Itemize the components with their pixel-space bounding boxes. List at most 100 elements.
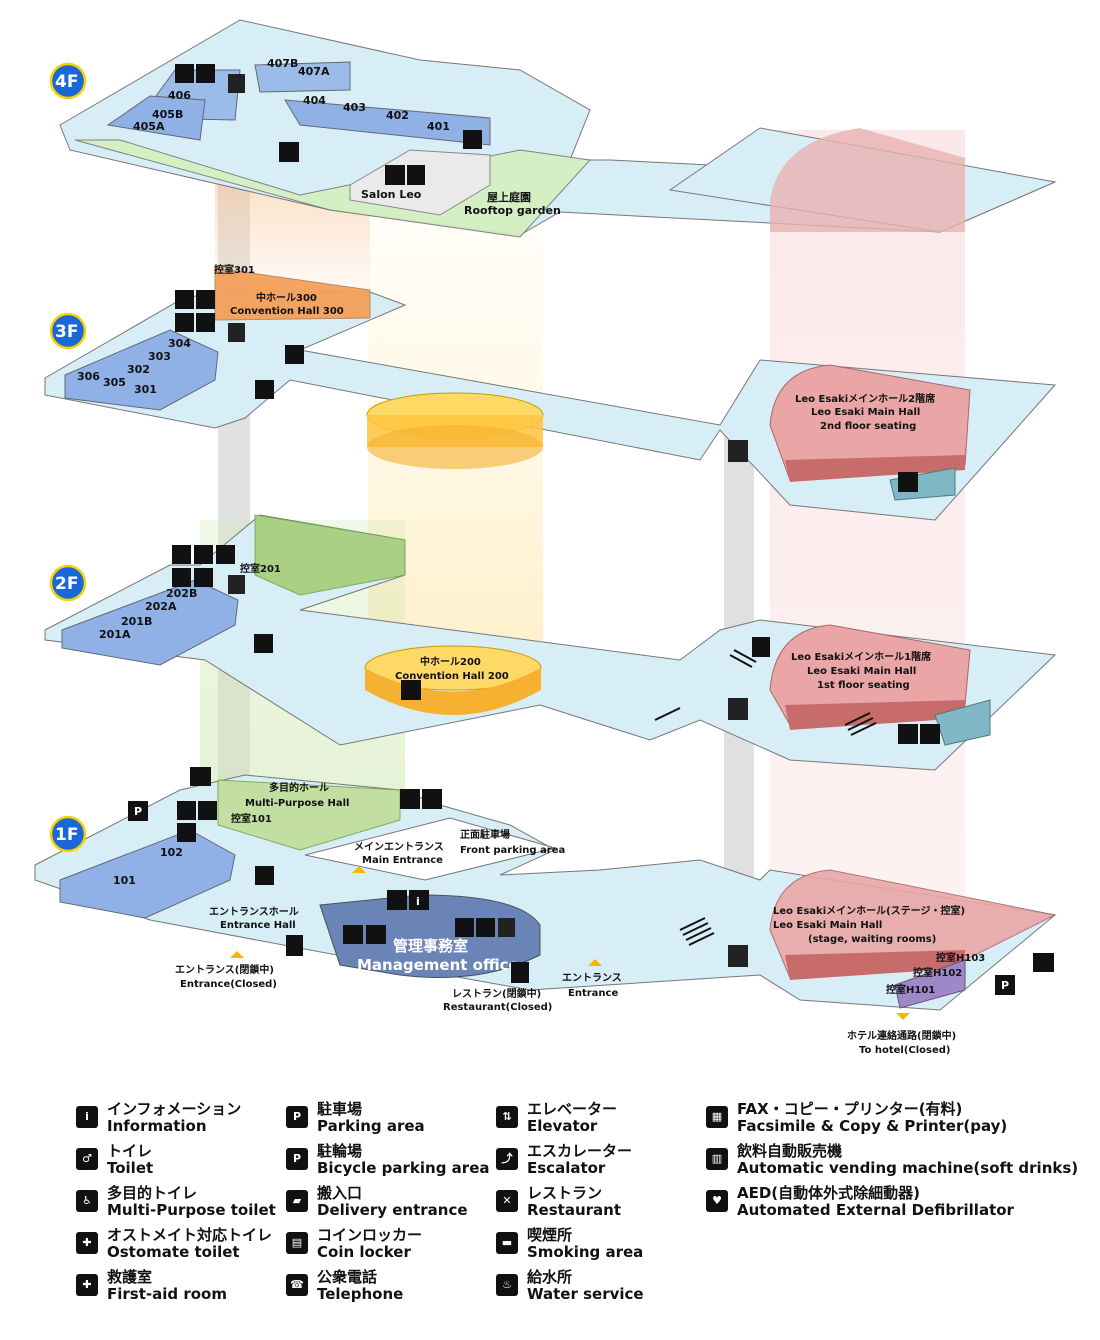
delivery-entrance-icon: ▰: [286, 1190, 308, 1212]
convention-hall-300-jp: 中ホール300: [256, 291, 317, 304]
room-407a: 407A: [298, 65, 330, 78]
delivery-entrance-icon: [1033, 953, 1054, 972]
room-302: 302: [127, 363, 150, 376]
water-service-icon: [172, 568, 191, 587]
restaurant-closed-jp: レストラン(閉鎖中): [452, 987, 541, 1000]
elevator-icon: [228, 575, 245, 594]
toilet-icon: [175, 64, 194, 83]
main-hall-2f-jp: Leo Esakiメインホール2階席: [795, 392, 935, 405]
floor-map: 406 405B 405A 407B 407A 404 403 402 401 …: [34, 19, 1057, 1056]
svg-text:i: i: [416, 895, 420, 908]
elevator-icon: [498, 918, 515, 937]
room-403: 403: [343, 101, 366, 114]
ostomate-toilet-icon: ✚: [76, 1232, 98, 1254]
multipurpose-toilet-icon: [198, 801, 217, 820]
multipurpose-toilet-icon: [196, 64, 215, 83]
convention-hall-200-jp: 中ホール200: [420, 655, 481, 668]
main-hall-stage-en: Leo Esaki Main Hall: [773, 920, 882, 931]
floor-2f: [44, 514, 1057, 771]
floor-badge-1f: 1F: [49, 815, 87, 853]
management-office-jp: 管理事務室: [393, 937, 468, 955]
vending-machine-icon: ▥: [706, 1148, 728, 1170]
water-service-icon: [175, 313, 194, 332]
floor-badge-3f: 3F: [49, 312, 87, 350]
toilet-icon: [175, 290, 194, 309]
fax-copy-printer-icon: [343, 925, 363, 944]
room-101: 101: [113, 874, 136, 887]
toilet-icon: [172, 545, 191, 564]
parking-icon: P: [128, 801, 148, 821]
waiting-room-h101: 控室H101: [886, 983, 935, 996]
entrance-hall-en: Entrance Hall: [220, 920, 296, 931]
smoking-area-icon: [422, 789, 442, 809]
entrance-closed-jp: エントランス(閉鎖中): [175, 963, 274, 976]
elevator-icon: ⇅: [496, 1106, 518, 1128]
aed-icon: ♥: [706, 1190, 728, 1212]
room-402: 402: [386, 109, 409, 122]
multipurpose-toilet-icon: ♿: [76, 1190, 98, 1212]
convention-hall-200-en: Convention Hall 200: [395, 671, 509, 682]
elevator-icon: [728, 698, 748, 720]
svg-text:1F: 1F: [55, 825, 78, 845]
toilet-icon: ♂: [76, 1148, 98, 1170]
information-icon: i: [76, 1106, 98, 1128]
room-201b: 201B: [121, 615, 152, 628]
room-303: 303: [148, 350, 171, 363]
waiting-room-101: 控室101: [231, 812, 272, 825]
elevator-icon: [728, 440, 748, 462]
waiting-room-h103: 控室H103: [936, 951, 985, 964]
room-407b: 407B: [267, 57, 298, 70]
restaurant-icon: [511, 962, 529, 983]
first-aid-icon: ✚: [76, 1274, 98, 1296]
entrance-en: Entrance: [568, 988, 618, 999]
hotel-entrance-marker: [896, 1013, 910, 1020]
elevator-icon: [228, 74, 245, 93]
entrance-marker: [588, 959, 602, 966]
water-service-icon: ♨: [496, 1274, 518, 1296]
toilet-icon: [898, 724, 918, 744]
escalator-icon: [255, 866, 274, 885]
vending-machine-icon: [752, 637, 770, 657]
multipurpose-toilet-icon: [196, 290, 215, 309]
room-201a: 201A: [99, 628, 131, 641]
hotel-corridor-en: To hotel(Closed): [859, 1045, 951, 1056]
smoking-area-icon: ▬: [496, 1232, 518, 1254]
escalator-icon: [279, 142, 299, 162]
bicycle-parking-icon: P: [286, 1148, 308, 1170]
vending-machine-icon: [194, 568, 213, 587]
toilet-icon: [476, 918, 495, 937]
floor-badge-2f: 2F: [49, 564, 87, 602]
escalator-icon: [255, 380, 274, 399]
elevator-icon: [728, 945, 748, 967]
main-hall-1f-jp: Leo Esakiメインホール1階席: [791, 650, 931, 663]
room-404: 404: [303, 94, 326, 107]
multipurpose-toilet-icon: [194, 545, 213, 564]
toilet-icon: [898, 472, 918, 492]
first-aid-icon: [366, 925, 386, 944]
coin-locker-icon: ▤: [286, 1232, 308, 1254]
room-401: 401: [427, 120, 450, 133]
telephone-icon: ☎: [286, 1274, 308, 1296]
svg-text:3F: 3F: [55, 322, 78, 342]
svg-text:2F: 2F: [55, 574, 78, 594]
toilet-icon: [177, 801, 196, 820]
waiting-room-201: 控室201: [240, 562, 281, 575]
multipurpose-toilet-icon: [920, 724, 940, 744]
coin-locker-icon: [455, 918, 474, 937]
management-office-en: Management office: [357, 956, 519, 974]
main-hall-1f-en: Leo Esaki Main Hall: [807, 666, 916, 677]
mainhall-light-column: [770, 130, 965, 990]
water-service-icon: [385, 165, 405, 185]
parking-icon: P: [995, 975, 1015, 995]
main-hall-stage-jp: Leo Esakiメインホール(ステージ・控室): [773, 904, 965, 917]
ostomate-toilet-icon: [216, 545, 235, 564]
svg-text:P: P: [134, 805, 142, 818]
entrance-hall-jp: エントランスホール: [209, 906, 299, 918]
parking-icon: P: [286, 1106, 308, 1128]
escalator-icon: ⤴: [496, 1148, 518, 1170]
aed-icon: [285, 345, 304, 364]
room-405a: 405A: [133, 120, 165, 133]
water-service-icon: [177, 823, 196, 842]
rooftop-garden-jp: 屋上庭園: [487, 190, 531, 204]
